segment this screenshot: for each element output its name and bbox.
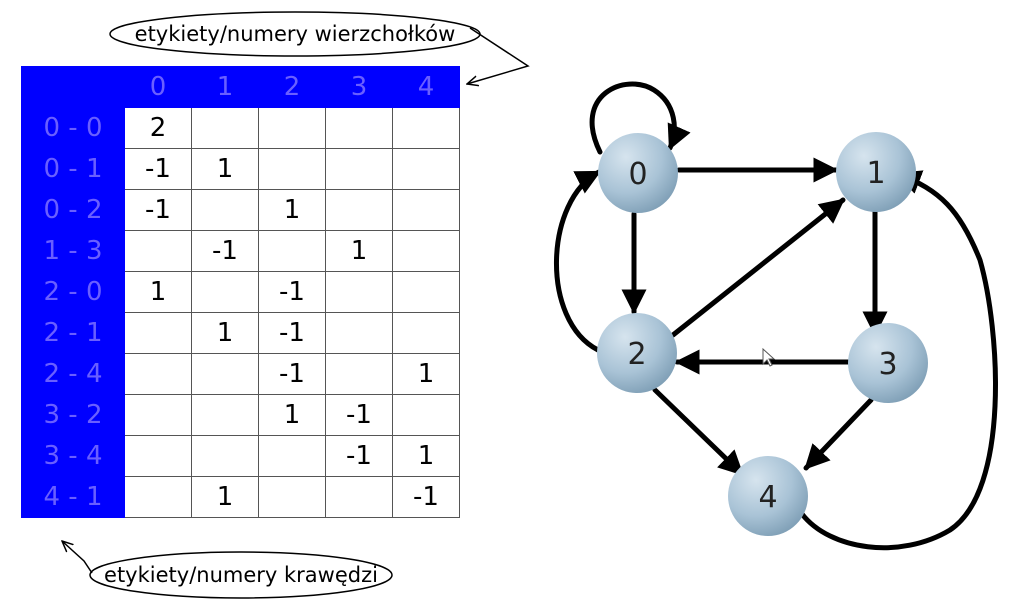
edge-3-4: [803, 397, 874, 471]
node-1-label: 1: [866, 156, 885, 191]
callout-vertices-text: etykiety/numery wierzchołków: [135, 22, 456, 46]
node-0: 0: [598, 133, 678, 213]
matrix-cell: 1: [124, 271, 192, 313]
vertex-column-header: 4: [392, 66, 460, 108]
edge-4-1: [799, 170, 998, 551]
matrix-cell: [191, 107, 259, 149]
node-2-label: 2: [627, 337, 646, 372]
matrix-cell: [392, 312, 460, 354]
callout-edges-pointer: [62, 541, 93, 574]
node-4-label: 4: [758, 480, 777, 515]
edge-row-label: 0 - 1: [21, 148, 125, 190]
matrix-cell: [191, 394, 259, 436]
table-corner-cell: [21, 66, 125, 108]
edge-0-0-loop: [589, 81, 691, 155]
edge-2-1: [670, 197, 846, 338]
edge-row-label: 2 - 1: [21, 312, 125, 354]
matrix-cell: [124, 476, 192, 518]
matrix-cell: [325, 107, 393, 149]
vertex-column-header: 1: [191, 66, 259, 108]
matrix-cell: [325, 148, 393, 190]
matrix-cell: [325, 312, 393, 354]
matrix-cell: [392, 271, 460, 313]
matrix-cell: 1: [392, 435, 460, 477]
node-1: 1: [836, 132, 916, 212]
matrix-cell: [258, 107, 326, 149]
callout-vertices-pointer: [467, 27, 530, 84]
matrix-cell: -1: [392, 476, 460, 518]
matrix-cell: 1: [258, 189, 326, 231]
callout-vertices: etykiety/numery wierzchołków: [109, 11, 530, 84]
matrix-cell: [191, 435, 259, 477]
matrix-cell: -1: [191, 230, 259, 272]
matrix-cell: 1: [392, 353, 460, 395]
edge-row-label: 1 - 3: [21, 230, 125, 272]
graph-nodes: 0 1 2 3 4: [597, 132, 928, 536]
matrix-cell: -1: [258, 353, 326, 395]
matrix-cell: [258, 148, 326, 190]
matrix-cell: -1: [258, 271, 326, 313]
node-3-label: 3: [878, 347, 897, 382]
edge-2-0: [554, 169, 602, 353]
edge-row-label: 3 - 4: [21, 435, 125, 477]
node-0-label: 0: [628, 157, 647, 192]
matrix-cell: [392, 394, 460, 436]
matrix-cell: -1: [124, 148, 192, 190]
edge-row-label: 0 - 0: [21, 107, 125, 149]
node-4: 4: [728, 456, 808, 536]
node-2: 2: [597, 313, 677, 393]
callout-edges: etykiety/numery krawędzi: [62, 541, 393, 599]
matrix-cell: [392, 107, 460, 149]
mouse-cursor-icon: [762, 347, 776, 367]
edge-2-4: [652, 387, 745, 477]
edge-row-label: 3 - 2: [21, 394, 125, 436]
matrix-cell: 2: [124, 107, 192, 149]
callout-edges-text: etykiety/numery krawędzi: [104, 563, 378, 587]
callout-edges-bubble: [89, 551, 393, 599]
matrix-cell: [124, 435, 192, 477]
matrix-cell: [258, 476, 326, 518]
matrix-cell: [191, 353, 259, 395]
edge-row-label: 4 - 1: [21, 476, 125, 518]
edge-row-label: 0 - 2: [21, 189, 125, 231]
matrix-cell: [258, 435, 326, 477]
node-3: 3: [848, 323, 928, 403]
edge-row-label: 2 - 0: [21, 271, 125, 313]
